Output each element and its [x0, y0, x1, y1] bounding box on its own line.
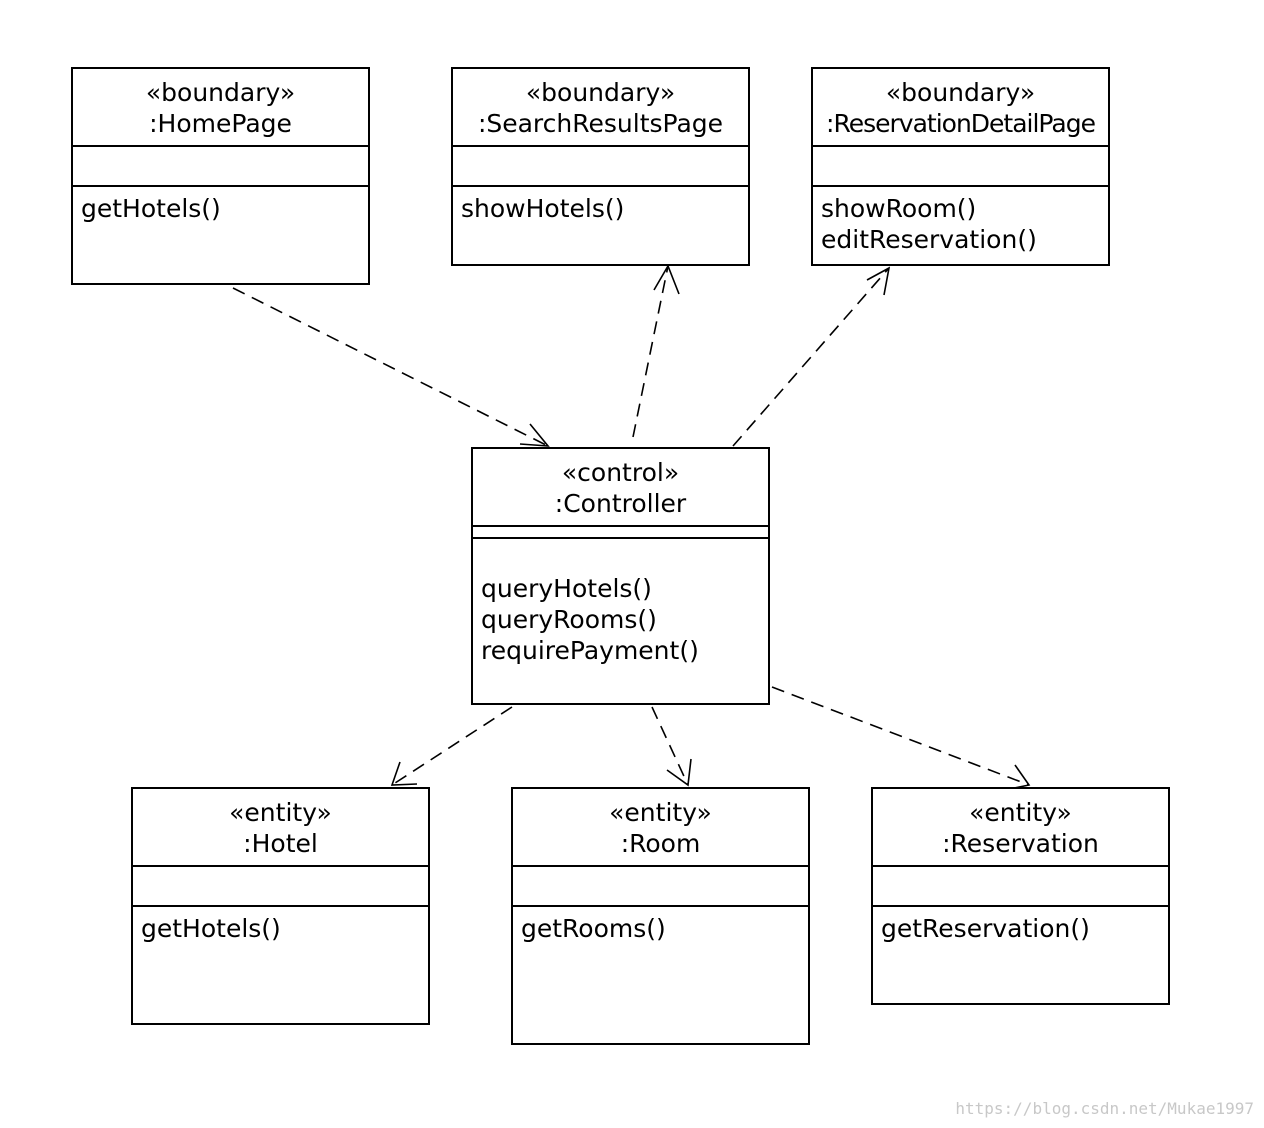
operations-compartment: getHotels() — [133, 907, 428, 944]
class-hotel[interactable]: «entity» :Hotel getHotels() — [131, 787, 430, 1025]
stereotype-label: «boundary» — [145, 78, 296, 107]
stereotype-label: «boundary» — [525, 78, 676, 107]
stereotype-label: «control» — [561, 458, 680, 487]
stereotype-label: «entity» — [609, 798, 712, 827]
class-name: :Controller — [554, 489, 687, 518]
class-reservation[interactable]: «entity» :Reservation getReservation() — [871, 787, 1170, 1005]
class-name: :ReservationDetailPage — [826, 109, 1096, 138]
dependency-homepage-to-controller — [232, 287, 550, 447]
class-header: «control» :Controller — [473, 449, 768, 527]
stereotype-label: «entity» — [969, 798, 1072, 827]
class-header: «boundary» :HomePage — [73, 69, 368, 147]
class-reservationdetailpage[interactable]: «boundary» :ReservationDetailPage showRo… — [811, 67, 1110, 266]
dependency-controller-to-hotel — [390, 706, 513, 786]
operation: getHotels() — [81, 194, 221, 223]
watermark-text: https://blog.csdn.net/Mukae1997 — [955, 1099, 1254, 1118]
operations-compartment: queryHotels() queryRooms() requirePaymen… — [473, 539, 768, 666]
class-name: :Hotel — [243, 829, 318, 858]
class-searchresultspage[interactable]: «boundary» :SearchResultsPage showHotels… — [451, 67, 750, 266]
dependency-controller-to-room — [651, 706, 692, 787]
operations-compartment: getReservation() — [873, 907, 1168, 944]
class-header: «boundary» :ReservationDetailPage — [813, 69, 1108, 147]
class-header: «entity» :Room — [513, 789, 808, 867]
attributes-compartment — [133, 867, 428, 907]
operation: getHotels() — [141, 914, 281, 943]
class-name: :SearchResultsPage — [477, 109, 724, 138]
class-header: «boundary» :SearchResultsPage — [453, 69, 748, 147]
operation: queryRooms() — [481, 605, 657, 634]
attributes-compartment — [73, 147, 368, 187]
class-header: «entity» :Reservation — [873, 789, 1168, 867]
class-controller[interactable]: «control» :Controller queryHotels() quer… — [471, 447, 770, 705]
operation: getReservation() — [881, 914, 1090, 943]
attributes-compartment — [513, 867, 808, 907]
operation: queryHotels() — [481, 574, 652, 603]
attributes-compartment — [473, 527, 768, 539]
operations-compartment: showHotels() — [453, 187, 748, 224]
dependency-controller-to-searchresults — [632, 264, 680, 438]
class-name: :Room — [620, 829, 701, 858]
class-homepage[interactable]: «boundary» :HomePage getHotels() — [71, 67, 370, 285]
class-room[interactable]: «entity» :Room getRooms() — [511, 787, 810, 1045]
operation: editReservation() — [821, 225, 1037, 254]
class-name: :HomePage — [149, 109, 292, 138]
attributes-compartment — [813, 147, 1108, 187]
class-name: :Reservation — [942, 829, 1099, 858]
operations-compartment: getHotels() — [73, 187, 368, 224]
operation: getRooms() — [521, 914, 666, 943]
operation: showHotels() — [461, 194, 625, 223]
operation: requirePayment() — [481, 636, 699, 665]
attributes-compartment — [873, 867, 1168, 907]
stereotype-label: «boundary» — [885, 78, 1036, 107]
dependency-controller-to-reservation — [771, 686, 1031, 791]
class-header: «entity» :Hotel — [133, 789, 428, 867]
attributes-compartment — [453, 147, 748, 187]
operations-compartment: getRooms() — [513, 907, 808, 944]
operation: showRoom() — [821, 194, 977, 223]
stereotype-label: «entity» — [229, 798, 332, 827]
dependency-controller-to-reservationdetail — [732, 266, 891, 447]
operations-compartment: showRoom() editReservation() — [813, 187, 1108, 255]
